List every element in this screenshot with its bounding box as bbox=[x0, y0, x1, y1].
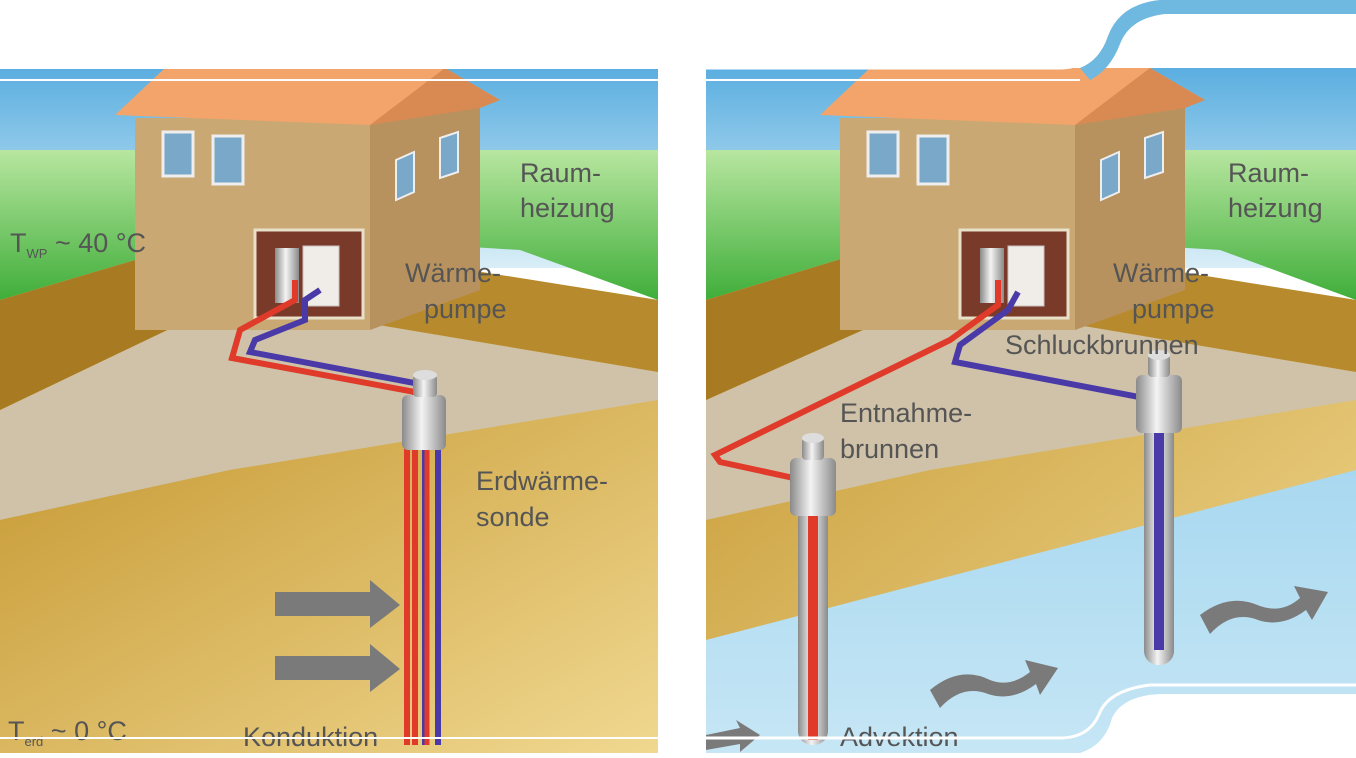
house bbox=[820, 68, 1205, 330]
advection-arrow bbox=[1200, 586, 1328, 634]
label-heatpump-line2: pumpe bbox=[424, 294, 507, 324]
label-temp-heatpump: TWP ~ 40 °C bbox=[10, 228, 146, 261]
window bbox=[916, 134, 950, 186]
window bbox=[866, 130, 900, 178]
excavation-floor bbox=[0, 300, 658, 520]
label-extraction-well-line2: brunnen bbox=[840, 434, 939, 464]
pipe-hot bbox=[710, 280, 1001, 485]
label-heatpump-line2: pumpe bbox=[1132, 294, 1215, 324]
right-panel-advection: Raum- heizung Wärme- pumpe Schluckbrunne… bbox=[706, 68, 1356, 753]
roof-side bbox=[370, 68, 500, 125]
window bbox=[211, 134, 245, 186]
advection-arrow bbox=[930, 660, 1058, 708]
window bbox=[439, 130, 459, 180]
frame-curve bbox=[706, 683, 1356, 740]
roof-side bbox=[1075, 68, 1205, 125]
frame-band bbox=[1080, 694, 1356, 758]
left-panel-conduction: Raum- heizung TWP ~ 40 °C Wärme- pumpe E… bbox=[0, 68, 658, 753]
frame-band bbox=[1080, 0, 1356, 80]
aquifer bbox=[706, 470, 1356, 753]
label-ground-probe-line1: Erdwärme- bbox=[476, 466, 608, 496]
extraction-well bbox=[790, 433, 836, 745]
conduction-arrow bbox=[275, 644, 400, 692]
pipe-cold bbox=[951, 290, 1156, 403]
label-room-heating-line1: Raum- bbox=[1228, 158, 1309, 188]
soil-lower bbox=[0, 400, 658, 753]
label-extraction-well-line1: Entnahme- bbox=[840, 398, 972, 428]
conduction-arrow bbox=[275, 580, 400, 628]
label-ground-probe-line2: sonde bbox=[476, 502, 550, 532]
label-room-heating-line1: Raum- bbox=[520, 158, 601, 188]
injection-well bbox=[1136, 350, 1182, 665]
probe-head bbox=[402, 370, 446, 450]
label-heatpump-line1: Wärme- bbox=[405, 258, 501, 288]
house bbox=[115, 68, 500, 330]
pipe-hot bbox=[228, 280, 418, 745]
excavation-floor bbox=[706, 300, 1356, 520]
label-injection-well: Schluckbrunnen bbox=[1005, 330, 1199, 360]
window bbox=[395, 150, 415, 202]
window bbox=[161, 130, 195, 178]
label-heatpump-line1: Wärme- bbox=[1113, 258, 1209, 288]
window bbox=[1100, 150, 1120, 202]
label-room-heating-line2: heizung bbox=[1228, 193, 1323, 223]
label-room-heating-line2: heizung bbox=[520, 193, 615, 223]
advection-arrow bbox=[706, 720, 760, 752]
window bbox=[1144, 130, 1164, 180]
